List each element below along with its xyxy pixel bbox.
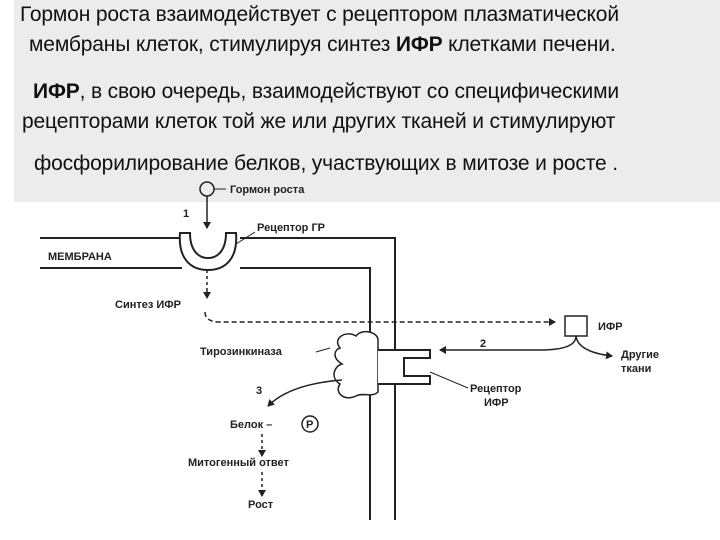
igf-receptor-label-1: Рецептор bbox=[470, 383, 522, 395]
text-line-4: рецепторами клеток той же или других тка… bbox=[22, 110, 616, 133]
igf-to-other-arrow bbox=[575, 335, 613, 360]
kinase-to-protein-arrow bbox=[267, 379, 343, 407]
text-line-2: мембраны клеток, стимулируя синтез ИФР к… bbox=[29, 33, 616, 57]
igf-receptor-label-2: ИФР bbox=[484, 397, 509, 409]
text-line-3: ИФР, в свою очередь, взаимодействуют со … bbox=[33, 80, 619, 104]
step-1-label: 1 bbox=[183, 208, 189, 220]
tyrosine-kinase-leader bbox=[315, 347, 331, 353]
tyrosine-kinase-icon bbox=[333, 330, 379, 399]
text-line-1: Гормон роста взаимодействует с рецепторо… bbox=[20, 3, 619, 26]
protein-label: Белок – bbox=[230, 419, 272, 431]
hormone-icon bbox=[199, 181, 215, 197]
growth-label: Рост bbox=[248, 499, 274, 511]
igf-box-icon bbox=[564, 315, 588, 337]
step-2-label: 2 bbox=[480, 338, 486, 350]
text-line-2-b: клетками печени. bbox=[442, 33, 616, 56]
igf-synthesis-label: Синтез ИФР bbox=[115, 299, 181, 311]
text-line-3-b: , в свою очередь, взаимодействуют со спе… bbox=[79, 80, 620, 103]
phospho-label: P bbox=[306, 419, 313, 431]
synthesis-to-igf-arrow bbox=[204, 311, 556, 326]
text-line-2-igf: ИФР bbox=[395, 33, 443, 56]
igf-receptor-leader bbox=[429, 371, 469, 389]
gh-receptor-icon bbox=[178, 232, 238, 272]
text-panel-middle bbox=[14, 62, 720, 202]
text-line-3-igf: ИФР bbox=[33, 80, 80, 103]
other-tissues-label-2: ткани bbox=[621, 363, 651, 375]
other-tissues-label-1: Другие bbox=[621, 349, 659, 361]
membrane-label: МЕМБРАНА bbox=[48, 251, 112, 263]
mitogenic-label: Митогенный ответ bbox=[188, 457, 290, 469]
tyrosine-kinase-label: Тирозинкиназа bbox=[200, 346, 283, 358]
igf-label: ИФР bbox=[598, 321, 623, 333]
phospho-icon bbox=[301, 415, 319, 433]
text-line-5: фосфорилирование белков, участвующих в м… bbox=[34, 152, 618, 175]
hormone-label: Гормон роста bbox=[230, 184, 305, 196]
step-3-label: 3 bbox=[256, 385, 262, 397]
igf-to-receptor-arrow bbox=[439, 335, 577, 354]
gh-receptor-label: Рецептор ГР bbox=[257, 222, 325, 234]
text-panel-top bbox=[14, 0, 720, 62]
text-line-2-a: мембраны клеток, стимулируя синтез bbox=[29, 33, 396, 56]
igf-receptor-icon bbox=[378, 349, 431, 385]
gh-receptor-leader bbox=[235, 231, 256, 245]
